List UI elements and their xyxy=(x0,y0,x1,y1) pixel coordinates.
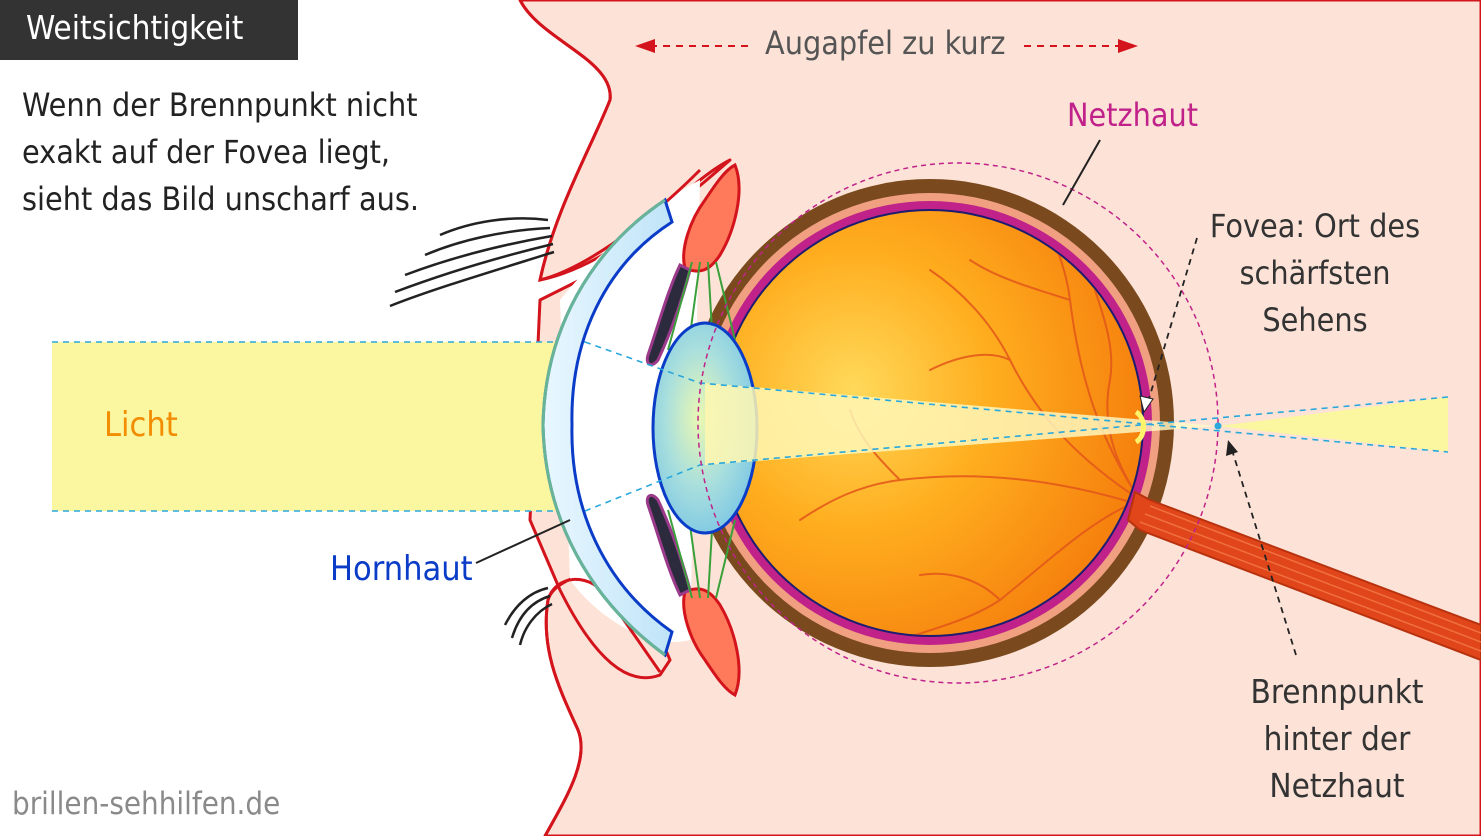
light-rays xyxy=(584,341,1449,512)
light-cone-behind xyxy=(1218,397,1448,452)
upper-eyelashes xyxy=(389,217,555,308)
fovea-leader xyxy=(1139,237,1198,414)
intro-text: Wenn der Brennpunkt nicht exakt auf der … xyxy=(22,86,419,218)
watermark: brillen-sehhilfen.de xyxy=(12,786,281,822)
retina-leader xyxy=(1062,139,1101,206)
focal-point-label: Brennpunkt hinter der Netzhaut xyxy=(1250,672,1424,805)
zonule-fibers xyxy=(667,261,736,599)
title-badge xyxy=(0,0,298,60)
eyeball-length-label: Augapfel zu kurz xyxy=(765,24,1006,62)
cornea-leader xyxy=(475,519,571,564)
lower-eyelid xyxy=(543,577,662,836)
cornea-outer-layer xyxy=(541,198,666,657)
light-beam xyxy=(52,342,562,511)
focal-leader xyxy=(1226,440,1297,656)
retina-label: Netzhaut xyxy=(1067,96,1199,134)
light-label: Licht xyxy=(104,405,178,445)
focal-point xyxy=(1214,422,1222,430)
page-title: Weitsichtigkeit xyxy=(26,8,244,47)
optic-nerve-fibers xyxy=(1139,505,1481,652)
cornea-label: Hornhaut xyxy=(330,549,473,589)
fovea xyxy=(1134,409,1146,445)
length-arrow xyxy=(635,39,1138,53)
lower-eyelashes xyxy=(503,586,553,646)
fovea-label: Fovea: Ort des schärfsten Sehens xyxy=(1209,207,1421,339)
light-cone xyxy=(705,383,1218,465)
